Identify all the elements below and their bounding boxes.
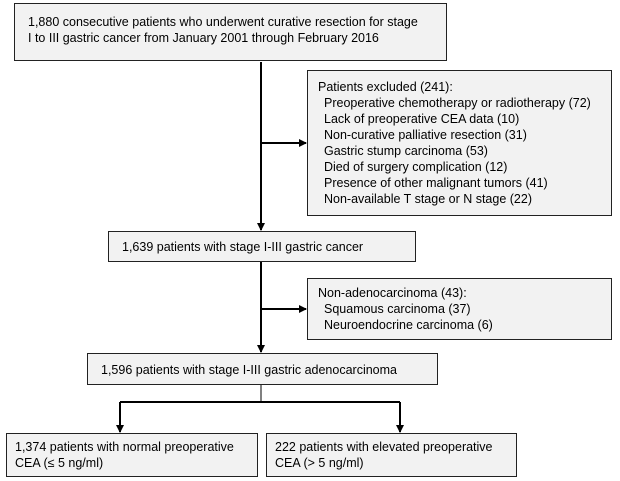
adeno-box: 1,596 patients with stage I-III gastric … — [87, 353, 438, 385]
normal-cea-line-2: CEA (≤ 5 ng/ml) — [15, 456, 104, 470]
start-box: 1,880 consecutive patients who underwent… — [14, 3, 447, 61]
elevated-cea-line-2: CEA (> 5 ng/ml) — [275, 456, 364, 470]
excluded-item: Preoperative chemotherapy or radiotherap… — [324, 96, 591, 110]
adeno-box-text: 1,596 patients with stage I-III gastric … — [101, 363, 397, 377]
excluded-item: Non-curative palliative resection (31) — [324, 128, 527, 142]
non-adeno-title: Non-adenocarcinoma (43): — [318, 286, 467, 300]
non-adeno-item: Squamous carcinoma (37) — [324, 302, 471, 316]
excluded-box: Patients excluded (241): Preoperative ch… — [307, 70, 612, 216]
non-adeno-box: Non-adenocarcinoma (43): Squamous carcin… — [307, 278, 612, 340]
excluded-item: Presence of other malignant tumors (41) — [324, 176, 548, 190]
excluded-item: Lack of preoperative CEA data (10) — [324, 112, 520, 126]
stage-box-text: 1,639 patients with stage I-III gastric … — [122, 240, 364, 254]
start-box-line-1: 1,880 consecutive patients who underwent… — [28, 15, 418, 29]
excluded-item: Died of surgery complication (12) — [324, 160, 508, 174]
stage-box: 1,639 patients with stage I-III gastric … — [108, 231, 416, 262]
non-adeno-item: Neuroendocrine carcinoma (6) — [324, 318, 493, 332]
excluded-title: Patients excluded (241): — [318, 80, 453, 94]
start-box-line-2: I to III gastric cancer from January 200… — [28, 31, 379, 45]
normal-cea-box: 1,374 patients with normal preoperative … — [6, 433, 258, 477]
elevated-cea-box: 222 patients with elevated preoperative … — [266, 433, 517, 477]
normal-cea-line-1: 1,374 patients with normal preoperative — [15, 440, 234, 454]
elevated-cea-line-1: 222 patients with elevated preoperative — [275, 440, 493, 454]
excluded-item: Non-available T stage or N stage (22) — [324, 192, 532, 206]
excluded-item: Gastric stump carcinoma (53) — [324, 144, 488, 158]
